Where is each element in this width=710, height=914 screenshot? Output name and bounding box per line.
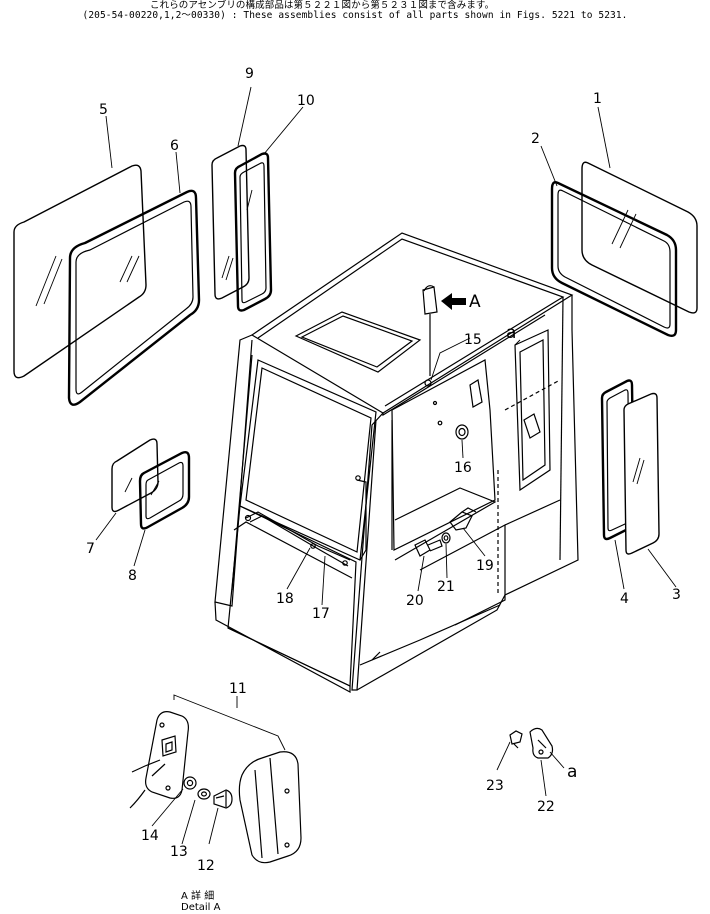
window-seal-2 (550, 181, 678, 338)
callout-3: 3 (672, 587, 681, 603)
clip-assembly (509, 727, 554, 759)
dome-lamp-detail (129, 694, 302, 864)
detail-label-japanese: A 詳 細 (181, 891, 215, 902)
callout-14: 14 (141, 828, 159, 844)
header-japanese: これらのアセンブリの構成部品は第５２２１図から第５２３１図まで含みます。 (150, 0, 495, 11)
callout-12: 12 (197, 858, 215, 874)
callout-4: 4 (620, 591, 629, 607)
ref-a-cab: a (506, 323, 516, 343)
cab-frame (214, 232, 579, 694)
window-glass-9 (211, 144, 250, 300)
callout-23: 23 (486, 778, 504, 794)
wiring-harness (244, 475, 367, 567)
callout-16: 16 (454, 460, 472, 476)
callout-20: 20 (406, 593, 424, 609)
window-glass-1 (581, 161, 698, 314)
callout-11: 11 (229, 681, 247, 697)
callout-10: 10 (297, 93, 315, 109)
callout-2: 2 (531, 131, 540, 147)
dome-lamp-callout (422, 285, 466, 376)
ref-a-clip: a (567, 762, 577, 782)
header-english: (205-54-00220,1,2～00330) : These assembl… (82, 10, 628, 21)
window-seal-6 (67, 189, 201, 406)
detail-label-english: Detail A (181, 902, 221, 913)
interior-fittings (424, 379, 541, 440)
callout-22: 22 (537, 799, 555, 815)
arrow-label-a: A (469, 292, 481, 312)
callout-9: 9 (245, 66, 254, 82)
window-glass-5 (13, 164, 147, 379)
window-glass-7 (111, 438, 159, 513)
window-seal-8 (138, 450, 191, 530)
callout-8: 8 (128, 568, 137, 584)
callout-5: 5 (99, 102, 108, 118)
callout-21: 21 (437, 579, 455, 595)
clip-bolt-group (414, 507, 477, 557)
callout-15: 15 (464, 332, 482, 348)
callout-18: 18 (276, 591, 294, 607)
callout-13: 13 (170, 844, 188, 860)
callout-19: 19 (476, 558, 494, 574)
callout-1: 1 (593, 91, 602, 107)
callout-7: 7 (86, 541, 95, 557)
leader-lines (95, 86, 677, 845)
callout-6: 6 (170, 138, 179, 154)
window-glass-3 (623, 392, 660, 555)
callout-17: 17 (312, 606, 330, 622)
window-seal-10 (233, 152, 273, 312)
callout-numbers: 1 2 3 4 5 6 7 8 9 10 11 12 13 14 15 16 1… (86, 66, 681, 874)
